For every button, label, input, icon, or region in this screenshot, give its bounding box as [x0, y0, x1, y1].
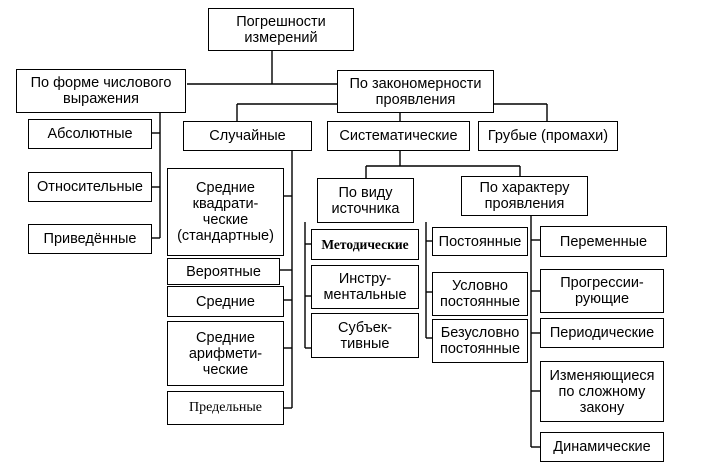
- reduced-box: Приведённые: [28, 224, 152, 254]
- variable-box: Переменные: [540, 226, 667, 257]
- rms-box: Средние квадрати- ческие (стандартные): [167, 168, 284, 256]
- dynamic-box: Динамические: [540, 432, 664, 462]
- methodical-box: Методические: [311, 229, 419, 260]
- systematic-box: Систематические: [327, 121, 470, 151]
- unconditionally-constant-box: Безусловно постоянные: [432, 319, 528, 363]
- form-category-box: По форме числового выражения: [16, 69, 186, 113]
- periodic-box: Периодические: [540, 318, 664, 348]
- subjective-box: Субъек- тивные: [311, 313, 419, 358]
- instrumental-box: Инстру- ментальные: [311, 265, 419, 309]
- progressive-box: Прогрессии- рующие: [540, 269, 664, 313]
- mean-box: Средние: [167, 286, 284, 317]
- relative-box: Относительные: [28, 172, 152, 202]
- root-box: Погрешности измерений: [208, 8, 354, 51]
- constant-box: Постоянные: [432, 227, 528, 256]
- limit-box: Предельные: [167, 391, 284, 425]
- complex-law-box: Изменяющиеся по сложному закону: [540, 361, 664, 422]
- gross-errors-box: Грубые (промахи): [478, 121, 618, 151]
- conditionally-constant-box: Условно постоянные: [432, 272, 528, 316]
- arithmetic-mean-box: Средние арифмети- ческие: [167, 321, 284, 386]
- pattern-category-box: По закономерности проявления: [337, 70, 494, 113]
- absolute-box: Абсолютные: [28, 119, 152, 149]
- by-character-box: По характеру проявления: [461, 176, 588, 216]
- probable-box: Вероятные: [167, 258, 280, 285]
- random-box: Случайные: [183, 121, 312, 151]
- by-source-box: По виду источника: [317, 178, 414, 223]
